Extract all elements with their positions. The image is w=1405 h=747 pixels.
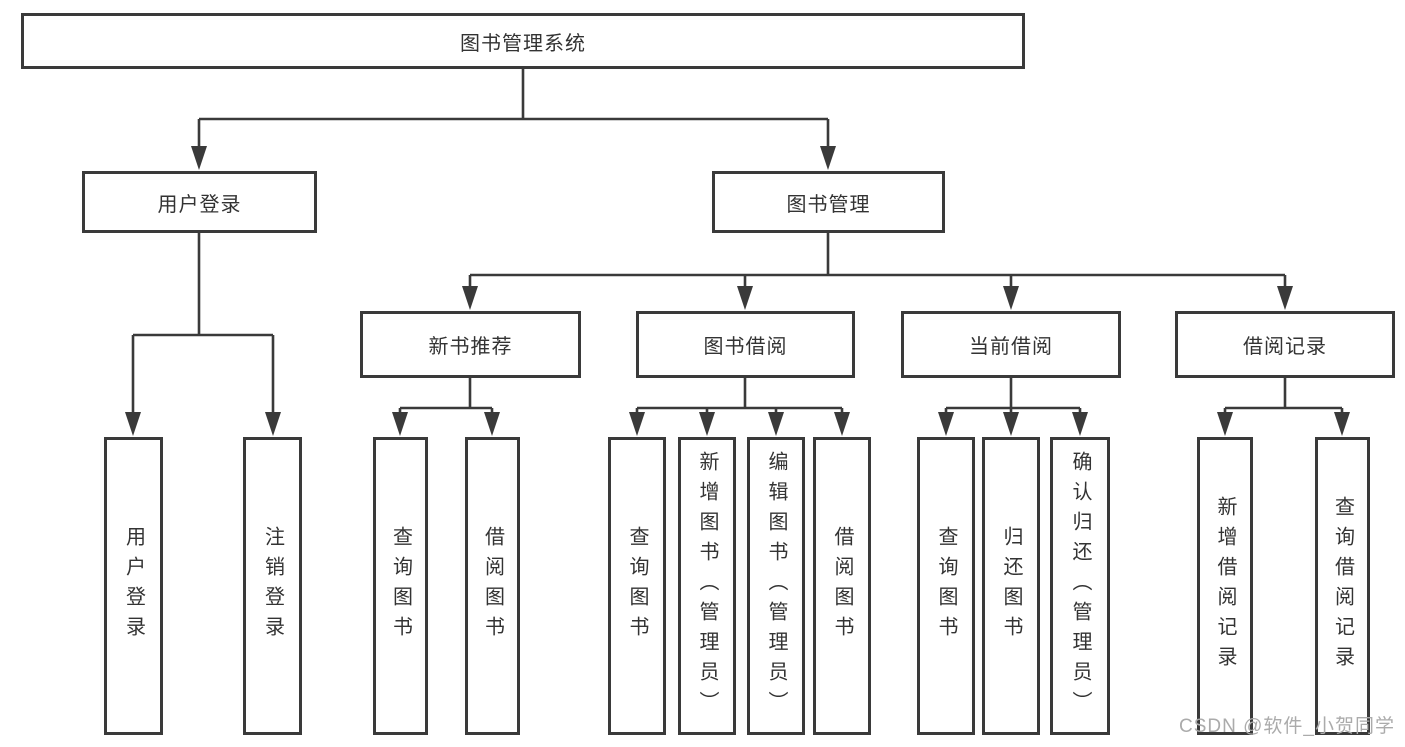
node-new-book-recommend: 新书推荐: [360, 311, 581, 378]
node-leaf-query-books-current: 查询图书: [917, 437, 975, 735]
node-leaf-logout: 注销登录: [243, 437, 302, 735]
node-leaf-borrow-books: 借阅图书: [813, 437, 871, 735]
connector-records-to-leaves: [1217, 378, 1350, 436]
node-leaf-user-login: 用户登录: [104, 437, 163, 735]
connector-root-to-level2: [191, 69, 836, 170]
csdn-watermark: CSDN @软件_小贺同学: [1179, 716, 1395, 737]
node-root-system: 图书管理系统: [21, 13, 1025, 69]
connector-current-to-leaves: [938, 378, 1088, 436]
connector-bookmgmt-to-level3: [462, 233, 1293, 310]
node-borrowing-records: 借阅记录: [1175, 311, 1395, 378]
connector-userlogin-to-leaves: [125, 233, 281, 436]
node-current-borrowing: 当前借阅: [901, 311, 1121, 378]
node-user-login: 用户登录: [82, 171, 317, 233]
node-leaf-borrow-books-recommend: 借阅图书: [465, 437, 520, 735]
node-leaf-query-borrow-record: 查询借阅记录: [1315, 437, 1370, 735]
node-leaf-add-books-admin: 新增图书（管理员）: [678, 437, 736, 735]
node-book-management: 图书管理: [712, 171, 945, 233]
node-leaf-add-borrow-record: 新增借阅记录: [1197, 437, 1253, 735]
connector-borrowing-to-leaves: [629, 378, 850, 436]
node-leaf-return-books: 归还图书: [982, 437, 1040, 735]
node-leaf-query-books-borrowing: 查询图书: [608, 437, 666, 735]
node-book-borrowing: 图书借阅: [636, 311, 855, 378]
connector-newbooks-to-leaves: [392, 378, 500, 436]
node-leaf-edit-books-admin: 编辑图书（管理员）: [747, 437, 805, 735]
node-leaf-confirm-return-admin: 确认归还（管理员）: [1050, 437, 1110, 735]
node-leaf-query-books-recommend: 查询图书: [373, 437, 428, 735]
